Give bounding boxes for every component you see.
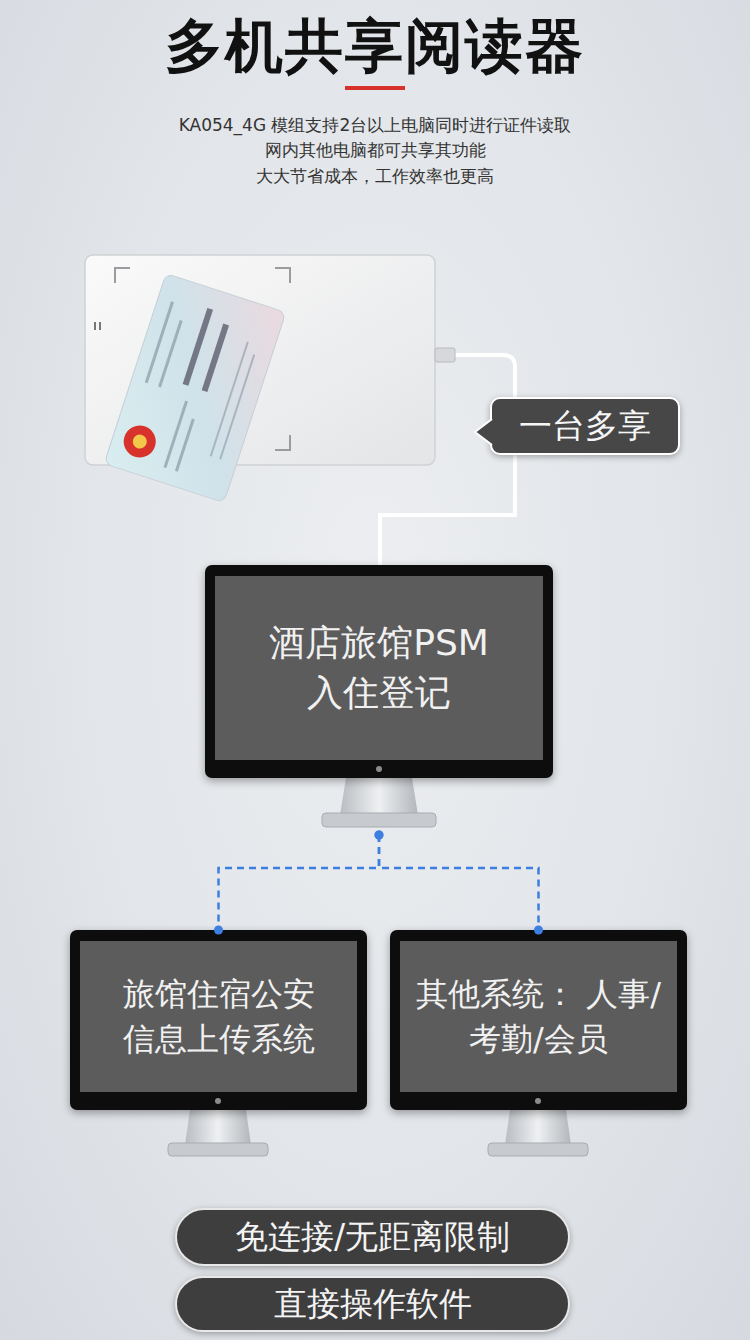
dashed-connector [375,831,544,935]
monitor-box: 其他系统： 人事/考勤/会员 [390,930,687,1160]
monitor-stand [488,1110,588,1156]
connector-dot [534,926,543,935]
connector-dot [214,926,223,935]
node-text: 旅馆住宿公安 信息上传系统 [88,972,349,1062]
monitor-box: 酒店旅馆PSM 入住登记 [205,565,553,835]
node-text: 免连接/无距离限制 [235,1215,510,1260]
monitor-frame: 旅馆住宿公安 信息上传系统 [70,930,367,1110]
monitor-frame: 酒店旅馆PSM 入住登记 [205,565,553,778]
monitor-screen: 酒店旅馆PSM 入住登记 [215,576,543,760]
feature-pill: 免连接/无距离限制 [175,1208,570,1266]
connector-dot [375,831,384,840]
feature-pill: 直接操作软件 [175,1276,570,1332]
node-text: 直接操作软件 [274,1282,472,1327]
subtitle-line: KA054_4G 模组支持2台以上电脑同时进行证件读取 [0,114,750,137]
node-text: 酒店旅馆PSM 入住登记 [223,618,535,719]
monitor-frame: 其他系统： 人事/考勤/会员 [390,930,687,1110]
title-underline [345,86,405,90]
monitor-logo [215,1098,221,1104]
subtitle-line: 网内其他电脑都可共享其功能 [0,139,750,162]
monitor-screen: 旅馆住宿公安 信息上传系统 [80,941,357,1092]
node-text: 一台多享 [519,404,651,449]
callout-pointer-outline [475,419,492,445]
connector-dot [375,831,384,840]
monitor-stand [322,778,436,827]
connector-path [379,835,539,930]
node-text: 其他系统： 人事/考勤/会员 [408,972,669,1062]
connector-path [219,835,380,930]
callout-pointer [475,419,493,445]
id-card [104,273,286,502]
monitor-logo [535,1098,541,1104]
dashed-connector [214,831,384,935]
monitor-box: 旅馆住宿公安 信息上传系统 [70,930,367,1160]
monitor-screen: 其他系统： 人事/考勤/会员 [400,941,677,1092]
title: 多机共享阅读器 [0,8,750,86]
callout-box: 一台多享 [490,397,680,455]
monitor-logo [376,766,382,772]
monitor-stand [168,1110,268,1156]
subtitle-line: 大大节省成本，工作效率也更高 [0,165,750,188]
